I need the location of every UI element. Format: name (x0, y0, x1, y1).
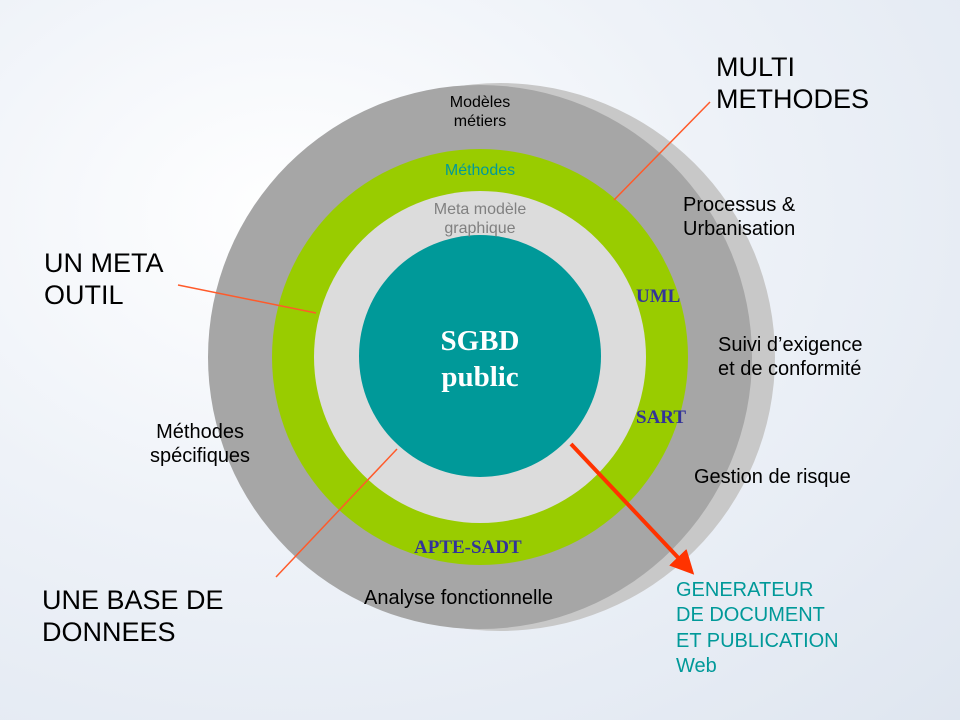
sgbd-core (359, 235, 601, 477)
label-une-base-de-donnees: UNE BASE DE DONNEES (42, 585, 224, 647)
label-gestion-de-risque: Gestion de risque (694, 466, 851, 488)
label-generateur: GENERATEUR DE DOCUMENT ET PUBLICATION We… (676, 579, 839, 678)
label-modeles-metiers: Modèles métiers (449, 94, 511, 130)
label-sart: SART (636, 407, 687, 428)
label-uml: UML (636, 286, 681, 307)
label-processus-urbanisation: Processus & Urbanisation (683, 194, 796, 240)
leader-line-meta-outil (177, 284, 317, 314)
label-analyse-fonctionnelle: Analyse fonctionnelle (364, 587, 554, 609)
label-multi-methodes: MULTI METHODES (716, 52, 870, 114)
label-un-meta-outil: UN META OUTIL (44, 248, 164, 310)
generateur-arrow (569, 442, 695, 575)
label-meta-modele: Meta modèle graphique (433, 201, 527, 237)
label-methodes: Méthodes (444, 162, 516, 179)
label-sgbd-public: SGBD public (440, 325, 520, 394)
label-suivi-exigence: Suivi d’exigence et de conformité (718, 334, 863, 380)
label-methodes-specifiques: Méthodes spécifiques (150, 421, 251, 467)
leader-line-multi-methodes (613, 101, 711, 201)
label-apte-sadt: APTE-SADT (414, 537, 522, 558)
leader-line-base-donnees (275, 448, 398, 578)
